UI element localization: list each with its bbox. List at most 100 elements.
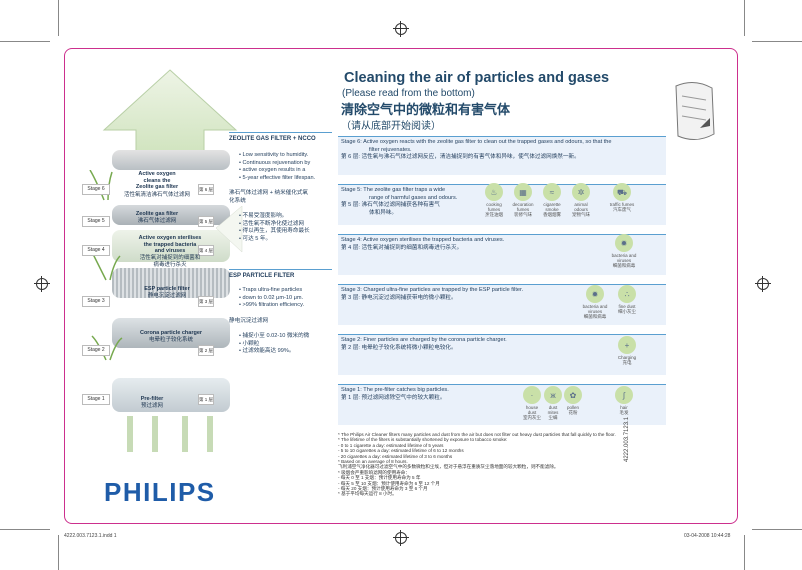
stage2-box: Stage 2: Finer particles are charged by … [338, 334, 666, 375]
page-title: Cleaning the air of particles and gases [344, 70, 610, 86]
footnote-line: - 每天 0 至 1 支烟：预计使用寿命为 5 年 [338, 475, 421, 481]
stage-tag-cn: 第 4 层 [198, 245, 214, 256]
crop-mark [0, 529, 50, 530]
stage6-box: Stage 6: Active oxygen reacts with the z… [338, 136, 666, 175]
footnote-line: - 5 to 10 cigarettes a day: estimated li… [338, 448, 464, 454]
esp-heading-cn: 静电沉淀过滤网 [229, 317, 269, 324]
esp-bullet-cn: • 小颗粒 [239, 340, 260, 347]
crop-mark [744, 535, 745, 570]
stage-tag-cn: 第 5 层 [198, 216, 214, 227]
stage-tag-cn: 第 6 层 [198, 184, 214, 195]
footnote-line: - 每天 5 至 10 支烟：预计使用寿命为 6 至 12 个月 [338, 480, 440, 486]
air-cleaner-device-icon [675, 82, 715, 140]
footnotes: * The Philips Air Cleaner filters many p… [338, 432, 638, 497]
callout-pointer-icon [215, 206, 243, 253]
stage4-text-cn: 第 4 层: 活性氧对捕捉到的细菌和病毒进行杀灭。 [341, 244, 463, 251]
footer-timestamp: 03-04-2008 10:44:28 [684, 533, 731, 539]
stage6-layer [112, 150, 230, 170]
layer-label-cn: 静电沉淀过滤网 [147, 293, 187, 299]
layer-label-cn: 活性氧清洁沸石气体过滤网 [123, 192, 190, 198]
page-subtitle-cn: （请从底部开始阅读） [341, 121, 441, 132]
zeolite-bullet-cn: • 不易受湿度影响。 [239, 213, 288, 219]
crop-mark [752, 529, 802, 530]
zeolite-bullet-cn: • 活性氧不断净化使过滤网 [239, 220, 305, 227]
stage1-text-cn: 第 1 层: 预过滤网滤除空气中的较大颗粒。 [341, 394, 446, 401]
esp-bullet: • >99% filtration efficiency. [239, 302, 305, 308]
layer-label: Pre-filter [140, 396, 164, 402]
zeolite-bullet-cn: • 得以再生，其使用寿命最长 [239, 228, 310, 234]
stage-tag-cn: 第 1 层 [198, 394, 214, 405]
esp-bullets-cn: • 捕捉小至 0.02-10 微米的微 • 小颗粒 • 过滤效能高达 99%。 [229, 333, 332, 356]
footnote-line: - 0 to 1 cigarette a day: estimated life… [338, 442, 444, 448]
philips-logo: PHILIPS [104, 477, 216, 507]
stage2-layer [112, 318, 230, 348]
layer-label-cn: 沸石气体过滤网 [137, 218, 177, 224]
footnote-line: * 基于平均每天运行 8 小时。 [338, 491, 397, 497]
page-subtitle: (Please read from the bottom) [342, 88, 475, 99]
stage-tag-cn: 第 3 层 [198, 296, 214, 307]
stage6-text-2: filter rejuvenates. [369, 146, 412, 153]
crop-mark [58, 0, 59, 36]
stage-tag: Stage 6 [82, 184, 110, 195]
layer-label: Corona particle charger [139, 330, 203, 336]
stage3-layer [112, 268, 230, 298]
esp-bullet: • down to 0.02 μm-10 μm. [239, 294, 304, 301]
footnote-line: * The lifetime of the filters is substan… [338, 437, 508, 443]
footnote-line: - 20 cigarettes a day: estimated lifetim… [338, 453, 453, 459]
stage5-text: Stage 5: The zeolite gas filter traps a … [341, 187, 446, 193]
stage-tag: Stage 3 [82, 296, 110, 307]
stage2-text: Stage 2: Finer particles are charged by … [341, 337, 507, 343]
inflow-arrows-icon [127, 416, 213, 452]
footnote-line: * Based on an average of 8 hours. [338, 459, 408, 465]
zeolite-heading: ZEOLITE GAS FILTER + NCCO [229, 132, 332, 142]
document-code: 4222.003.7123.1 [624, 416, 630, 462]
footer-file-name: 4222.003.7123.1.indd 1 [64, 533, 117, 539]
esp-bullet: • Traps ultra-fine particles [239, 287, 303, 293]
stage-tag: Stage 5 [82, 216, 110, 227]
registration-mark [393, 530, 409, 546]
stage-tag-cn: 第 2 层 [198, 345, 214, 356]
stage5-text-cn-2: 体和异味。 [369, 209, 397, 216]
stage6-text-cn: 第 6 层: 活性氧与沸石气体过滤网反应，清洁捕捉到的有害气体和异味，使气体过滤… [341, 154, 580, 160]
stage1-box: Stage 1: The pre-filter catches big part… [338, 384, 666, 425]
stage-tag: Stage 1 [82, 394, 110, 405]
layer-label-cn: 活性氧对捕捉到的细菌和 病毒进行杀灭 [139, 255, 201, 268]
layer-label: Zeolite gas filter [135, 211, 179, 217]
stage3-text-cn: 第 3 层: 静电沉淀过滤网捕获带电的微小颗粒。 [341, 294, 457, 301]
zeolite-heading-cn-2: 化系统 [229, 197, 246, 204]
footnote-line: - 每天 20 支烟：预计使用寿命为 3 至 6 个月 [338, 486, 428, 492]
grass-decoration-icon [89, 170, 123, 361]
page-title-cn: 清除空气中的微粒和有害气体 [341, 102, 511, 117]
layer-label: ESP particle filter [144, 286, 190, 292]
esp-heading: ESP PARTICLE FILTER [229, 269, 332, 279]
zeolite-bullet: • 5-year effective filter lifespan. [239, 174, 316, 181]
zeolite-heading-cn: 沸石气体过滤网 + 纳米催化式氧 [229, 190, 309, 196]
zeolite-bullet: • Continuous rejuvenation by [239, 159, 311, 166]
zeolite-bullet: • Low sensitivity to humidity. [239, 152, 309, 158]
footnote-line: * 吸烟会严重影响滤网的使用寿命： [338, 469, 410, 475]
zeolite-bullets-cn: • 不易受湿度影响。 • 活性氧不断净化使过滤网 • 得以再生，其使用寿命最长 … [229, 213, 332, 243]
zeolite-bullet: • active oxygen results in a [239, 167, 306, 173]
page-border [64, 48, 738, 524]
zeolite-bullets: • Low sensitivity to humidity. • Continu… [229, 152, 332, 182]
stage3-text: Stage 3: Charged ultra-fine particles ar… [341, 287, 524, 293]
registration-mark [755, 276, 771, 292]
stage4-text: Stage 4: Active oxygen sterilises the tr… [341, 237, 505, 243]
esp-bullet-cn: • 过滤效能高达 99%。 [239, 348, 295, 354]
stage5-text-2: range of harmful gases and odours. [369, 194, 458, 201]
stage6-text: Stage 6: Active oxygen reacts with the z… [341, 139, 612, 145]
crop-mark [0, 41, 50, 42]
stage2-text-cn: 第 2 层: 电晕粒子较化系统将微小颗粒电较化。 [341, 344, 457, 351]
layer-label-cn: 电晕粒子较化系统 [148, 337, 193, 343]
esp-bullet-cn: • 捕捉小至 0.02-10 微米的微 [239, 333, 310, 339]
registration-mark [34, 276, 50, 292]
airflow-arrow-icon [102, 69, 238, 158]
